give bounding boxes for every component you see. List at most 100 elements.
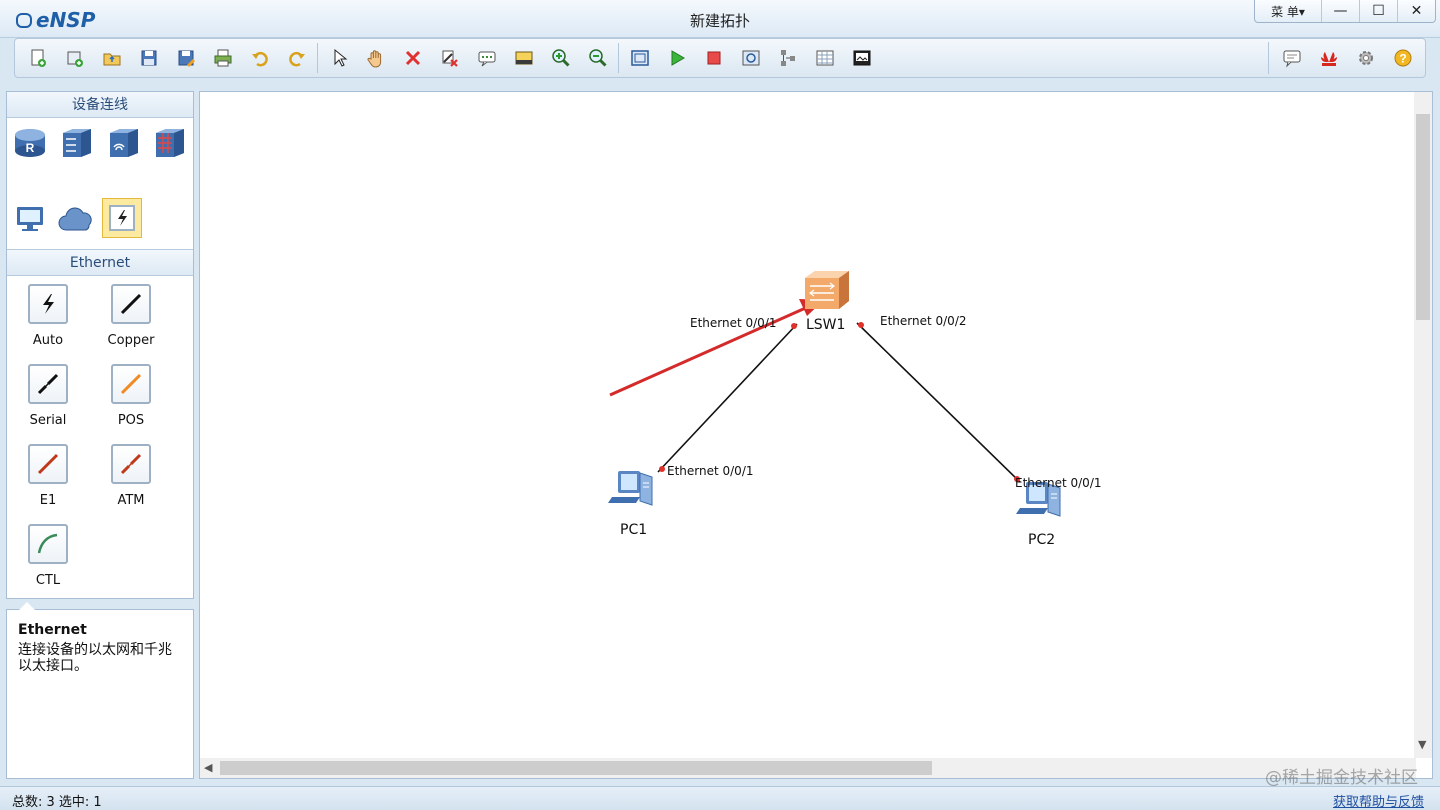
cable-copper[interactable]: Copper — [96, 284, 166, 348]
horizontal-scrollbar[interactable]: ◀ — [200, 758, 1416, 778]
delete-link-icon[interactable] — [431, 42, 468, 74]
port-label-lsw1-e002: Ethernet 0/0/2 — [880, 314, 967, 328]
port-dot — [1014, 476, 1020, 482]
fit-view-icon[interactable] — [621, 42, 658, 74]
close-button[interactable]: ✕ — [1397, 0, 1435, 22]
toolbar-main-group — [19, 42, 880, 74]
cable-serial-icon[interactable] — [28, 364, 68, 404]
undo-icon[interactable] — [241, 42, 278, 74]
pc2-icon[interactable] — [1016, 482, 1061, 517]
selection-count: 总数: 3 选中: 1 — [12, 795, 102, 810]
connection-icon[interactable] — [102, 198, 142, 238]
link-lsw1-pc1[interactable] — [657, 323, 798, 473]
annotation-arrow — [609, 304, 811, 397]
cable-e1[interactable]: E1 — [13, 444, 83, 508]
svg-text:?: ? — [1399, 52, 1406, 66]
node-label-pc2: PC2 — [1028, 532, 1056, 548]
redo-icon[interactable] — [278, 42, 315, 74]
cable-pos-icon[interactable] — [111, 364, 151, 404]
topology-canvas[interactable]: LSW1 PC1 PC2 Ethernet 0/0/1 Ethernet 0/0… — [199, 91, 1433, 779]
cable-auto-icon[interactable] — [28, 284, 68, 324]
topology-icon[interactable] — [769, 42, 806, 74]
scroll-down-arrow-icon[interactable]: ▼ — [1418, 738, 1427, 751]
huawei-logo-icon[interactable] — [1310, 42, 1347, 74]
cable-atm[interactable]: ATM — [96, 444, 166, 508]
screenshot-icon[interactable] — [843, 42, 880, 74]
ensp-logo-icon — [14, 10, 32, 30]
app-logo-text: eNSP — [36, 8, 96, 32]
save-icon[interactable] — [130, 42, 167, 74]
vertical-scrollbar[interactable]: ▼ — [1414, 92, 1432, 758]
add-text-icon[interactable] — [468, 42, 505, 74]
new-example-icon[interactable] — [56, 42, 93, 74]
cable-ctl-icon[interactable] — [28, 524, 68, 564]
cable-label: ATM — [117, 493, 145, 508]
help-icon[interactable]: ? — [1384, 42, 1421, 74]
description-panel: Ethernet 连接设备的以太网和千兆以太接口。 — [6, 602, 194, 779]
print-icon[interactable] — [204, 42, 241, 74]
add-shape-icon[interactable] — [505, 42, 542, 74]
toolbar-separator — [317, 43, 318, 73]
pc1-icon[interactable] — [608, 471, 653, 506]
help-feedback-link[interactable]: 获取帮助与反馈 — [1332, 795, 1424, 810]
cable-copper-icon[interactable] — [111, 284, 151, 324]
settings-gear-icon[interactable] — [1347, 42, 1384, 74]
switch-lsw1-icon[interactable] — [805, 271, 849, 309]
new-topology-icon[interactable] — [19, 42, 56, 74]
cloud-icon[interactable] — [57, 199, 97, 239]
chat-icon[interactable] — [1273, 42, 1310, 74]
description-text: 连接设备的以太网和千兆以太接口。 — [18, 642, 172, 674]
pan-hand-icon[interactable] — [357, 42, 394, 74]
cable-ctl[interactable]: CTL — [13, 524, 83, 588]
port-label-pc1-e001: Ethernet 0/0/1 — [667, 464, 754, 478]
maximize-button[interactable]: ☐ — [1359, 0, 1397, 22]
port-dot — [791, 323, 797, 329]
description-notch — [19, 602, 35, 610]
save-as-icon[interactable] — [167, 42, 204, 74]
link-lsw1-pc2[interactable] — [856, 322, 1021, 483]
title-bar: eNSP 新建拓扑 菜 单▾ — ☐ ✕ — [0, 0, 1440, 38]
port-label-lsw1-e001: Ethernet 0/0/1 — [690, 316, 777, 330]
cable-label: Auto — [32, 333, 64, 348]
pc-terminal-icon[interactable] — [10, 199, 50, 239]
window-title: 新建拓扑 — [689, 12, 750, 30]
delete-icon[interactable] — [394, 42, 431, 74]
firewall-icon[interactable] — [150, 123, 190, 163]
minimize-button[interactable]: — — [1321, 0, 1359, 22]
start-device-icon[interactable] — [658, 42, 695, 74]
cable-type-header: Ethernet — [7, 250, 193, 276]
capture-packet-icon[interactable] — [732, 42, 769, 74]
menu-button[interactable]: 菜 单▾ — [1271, 4, 1305, 19]
cable-auto[interactable]: Auto — [13, 284, 83, 348]
wireless-icon[interactable] — [104, 123, 144, 163]
grid-icon[interactable] — [806, 42, 843, 74]
toolbar: ? — [14, 38, 1426, 78]
description-title: Ethernet — [18, 622, 87, 638]
cable-serial[interactable]: Serial — [13, 364, 83, 428]
switch-icon[interactable] — [57, 123, 97, 163]
cable-label: CTL — [35, 573, 61, 588]
devices-header: 设备连线 — [7, 92, 193, 118]
status-bar: 总数: 3 选中: 1 获取帮助与反馈 — [0, 786, 1440, 810]
port-label-pc2-e001: Ethernet 0/0/1 — [1015, 476, 1102, 490]
cable-label: E1 — [39, 493, 57, 508]
zoom-out-icon[interactable] — [579, 42, 616, 74]
router-icon[interactable]: R — [10, 123, 50, 163]
vertical-scroll-thumb[interactable] — [1416, 114, 1430, 320]
cable-pos[interactable]: POS — [96, 364, 166, 428]
horizontal-scroll-thumb[interactable] — [220, 761, 932, 775]
watermark: @稀土掘金技术社区 — [1265, 768, 1418, 788]
device-category-grid: R — [7, 118, 193, 250]
toolbar-right-group: ? — [1268, 42, 1421, 74]
select-pointer-icon[interactable] — [320, 42, 357, 74]
cable-atm-icon[interactable] — [111, 444, 151, 484]
cable-label: POS — [117, 413, 145, 428]
scroll-left-arrow-icon[interactable]: ◀ — [204, 761, 213, 774]
zoom-in-icon[interactable] — [542, 42, 579, 74]
open-file-icon[interactable] — [93, 42, 130, 74]
stop-device-icon[interactable] — [695, 42, 732, 74]
cable-e1-icon[interactable] — [28, 444, 68, 484]
window-controls: 菜 单▾ — ☐ ✕ — [1254, 0, 1436, 23]
port-dot — [858, 322, 864, 328]
